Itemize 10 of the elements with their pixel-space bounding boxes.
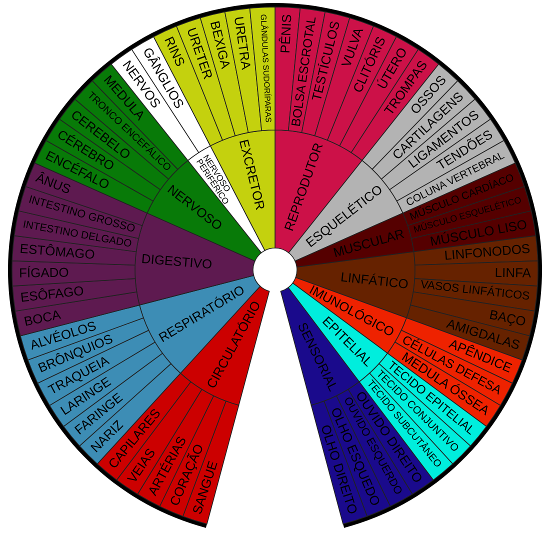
organ-label: LINFA <box>494 266 532 280</box>
organ-label: GLÂNDULAS SUDORÍPARAS <box>258 14 272 123</box>
organ-label: FÍGADO <box>18 266 69 280</box>
organ-label: ESÔFAGO <box>20 284 84 304</box>
organ-label: VASOS LINFÁTICOS <box>420 280 530 304</box>
organ-segment <box>249 6 276 132</box>
system-label: DIGESTIVO <box>140 252 213 272</box>
organ-label: LINFONODOS <box>444 242 531 262</box>
organ-label: URETRA <box>232 16 252 70</box>
organ-label: PÊNIS <box>278 14 294 54</box>
